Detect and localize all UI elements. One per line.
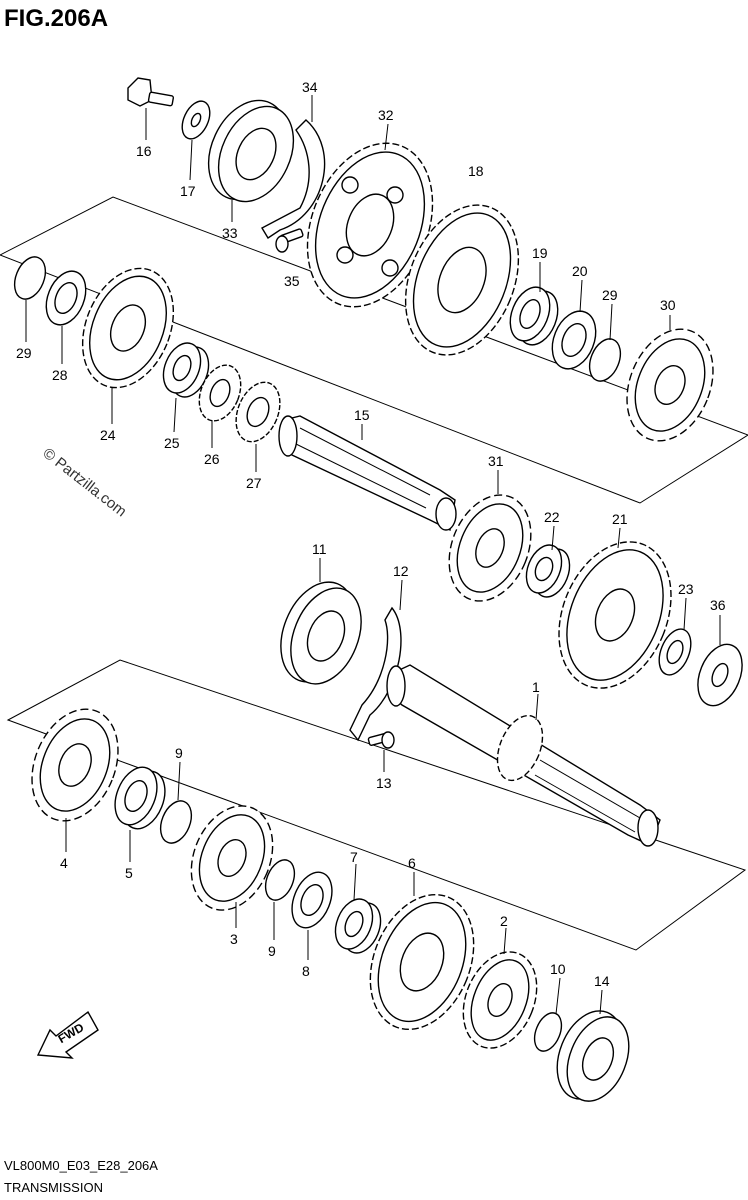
part-9-circlip-upper (159, 800, 193, 844)
callout-18: 18 (468, 163, 484, 179)
callout-21: 21 (612, 511, 628, 527)
model-code: VL800M0_E03_E28_206A (4, 1158, 158, 1173)
part-24-gear (81, 267, 175, 389)
callout-34: 34 (302, 79, 318, 95)
leader-lines (25, 95, 721, 1015)
callout-36: 36 (710, 597, 726, 613)
callout-3: 3 (230, 931, 238, 947)
part-13-screw (367, 731, 395, 749)
part-31-gear (448, 494, 532, 602)
part-27-washer (235, 381, 281, 443)
callout-10: 10 (550, 961, 566, 977)
callout-35: 35 (284, 273, 300, 289)
part-26-washer (198, 364, 242, 422)
part-3-gear (190, 805, 274, 911)
callout-9-lower: 9 (268, 943, 276, 959)
part-6-gear (369, 893, 475, 1031)
callout-6: 6 (408, 855, 416, 871)
callout-9-upper: 9 (175, 745, 183, 761)
callout-23: 23 (678, 581, 694, 597)
callout-15: 15 (354, 407, 370, 423)
figure-title: FIG.206A (4, 5, 108, 32)
callout-4: 4 (60, 855, 68, 871)
part-21-gear (558, 541, 672, 689)
part-4-gear (31, 708, 119, 822)
callout-2: 2 (500, 913, 508, 929)
callout-26: 26 (204, 451, 220, 467)
callout-8: 8 (302, 963, 310, 979)
callout-29-left: 29 (16, 345, 32, 361)
callout-13: 13 (376, 775, 392, 791)
part-11-bearing (280, 581, 362, 685)
callout-7: 7 (350, 849, 358, 865)
watermark: © Partzilla.com (40, 445, 130, 521)
part-15-countershaft (278, 415, 457, 532)
callout-1: 1 (532, 679, 540, 695)
part-29-circlip-right (588, 338, 622, 382)
part-7-bushing (334, 898, 382, 954)
callout-14: 14 (594, 973, 610, 989)
driveshaft-outline (6, 659, 747, 951)
part-18-gear (404, 204, 520, 356)
part-19-bushing (509, 286, 559, 346)
callout-20: 20 (572, 263, 588, 279)
part-22-bushing (525, 544, 571, 598)
part-1-driveshaft (386, 664, 661, 847)
part-9-circlip-lower (264, 859, 296, 901)
callout-25: 25 (164, 435, 180, 451)
part-30-gear (626, 328, 714, 442)
part-5-bushing (114, 766, 166, 830)
part-32-gear (306, 142, 434, 308)
part-35-screw (275, 228, 304, 253)
callout-19: 19 (532, 245, 548, 261)
callout-24: 24 (100, 427, 116, 443)
callout-16: 16 (136, 143, 152, 159)
part-34-retainer (261, 119, 326, 239)
callout-33: 33 (222, 225, 238, 241)
part-8-washer (291, 871, 333, 929)
countershaft-outline (0, 196, 748, 504)
part-2-gear (462, 951, 538, 1049)
callout-labels: 1 2 3 4 5 6 7 8 9 9 10 11 12 13 14 15 16… (16, 79, 726, 989)
part-36-seal (697, 643, 743, 707)
callout-31: 31 (488, 453, 504, 469)
callout-11: 11 (312, 541, 327, 557)
fwd-arrow-icon: FWD (36, 1010, 99, 1059)
callout-5: 5 (125, 865, 133, 881)
part-17-washer (181, 100, 211, 140)
part-10-circlip (533, 1012, 563, 1052)
callout-12: 12 (393, 563, 409, 579)
diagram-caption: TRANSMISSION (4, 1180, 103, 1195)
part-14-bearing (556, 1010, 630, 1102)
part-16-bolt (127, 77, 175, 107)
part-25-bushing (162, 342, 210, 398)
part-33-bearing (207, 99, 295, 203)
callout-27: 27 (246, 475, 262, 491)
part-28-washer (45, 270, 87, 326)
callout-17: 17 (180, 183, 196, 199)
callout-32: 32 (378, 107, 394, 123)
callout-22: 22 (544, 509, 560, 525)
part-29-circlip-left (13, 256, 47, 300)
callout-28: 28 (52, 367, 68, 383)
part-20-washer (551, 310, 597, 370)
part-12-retainer (349, 606, 402, 742)
callout-30: 30 (660, 297, 676, 313)
callout-29-right: 29 (602, 287, 618, 303)
